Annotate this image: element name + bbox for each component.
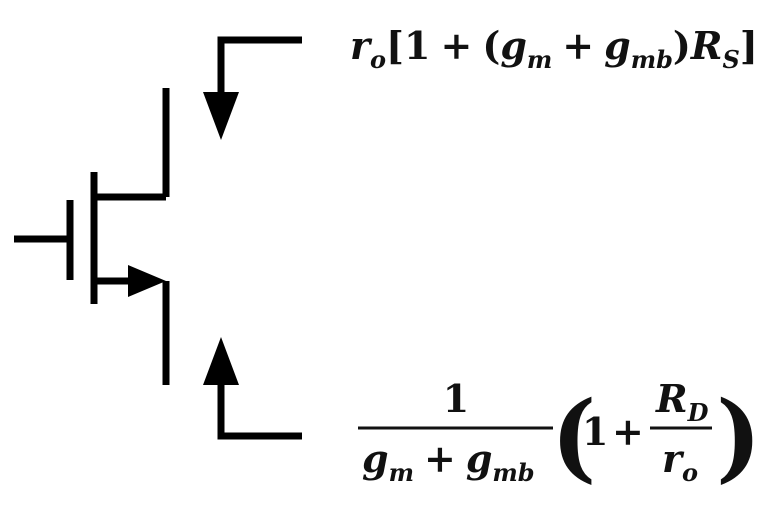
left-paren: ( [551, 380, 596, 493]
right-paren: ) [716, 380, 761, 493]
open-bracket: [ [386, 23, 404, 68]
open-paren: ( [482, 23, 500, 68]
symbol-r: r [350, 23, 373, 68]
plus-sign: + [424, 436, 456, 481]
subscript-m: m [389, 458, 414, 487]
source-impedance-formula: 1 gm+gmb ( 1 + RD ro ) [358, 376, 761, 493]
symbol-r: r [662, 436, 685, 481]
symbol-g: g [500, 23, 527, 68]
drain-arrow-shaft [217, 36, 302, 100]
symbol-g: g [362, 436, 389, 481]
number-one: 1 [582, 409, 608, 454]
source-arrow-shaft [217, 378, 302, 440]
fraction-denominator: gm+gmb [362, 436, 535, 487]
subscript-mb: mb [492, 458, 534, 487]
down-arrow-icon [203, 92, 239, 140]
inner-fraction-denominator: ro [662, 436, 698, 487]
number-one: 1 [404, 23, 430, 68]
subscript-m: m [527, 45, 552, 74]
plus-sign: + [440, 23, 472, 68]
symbol-R: R [655, 376, 688, 421]
up-arrow-icon [203, 337, 239, 385]
subscript-D: D [687, 398, 709, 427]
symbol-g: g [604, 23, 631, 68]
subscript-o: o [370, 45, 386, 74]
fraction-numerator: 1 [443, 376, 469, 421]
drain-impedance-arrow [203, 36, 302, 140]
plus-sign: + [612, 409, 644, 454]
mosfet-symbol [14, 88, 170, 385]
inner-fraction-numerator: RD [655, 376, 709, 427]
plus-sign: + [562, 23, 594, 68]
drain-impedance-formula: ro[1+(gm+gmb)RS] [350, 23, 758, 74]
close-paren: ) [673, 23, 691, 68]
source-impedance-arrow [203, 337, 302, 440]
close-bracket: ] [740, 23, 758, 68]
subscript-mb: mb [631, 45, 673, 74]
subscript-o: o [682, 458, 698, 487]
source-arrow-icon [128, 265, 166, 297]
subscript-S: S [722, 45, 739, 74]
symbol-g: g [466, 436, 493, 481]
symbol-R: R [690, 23, 723, 68]
